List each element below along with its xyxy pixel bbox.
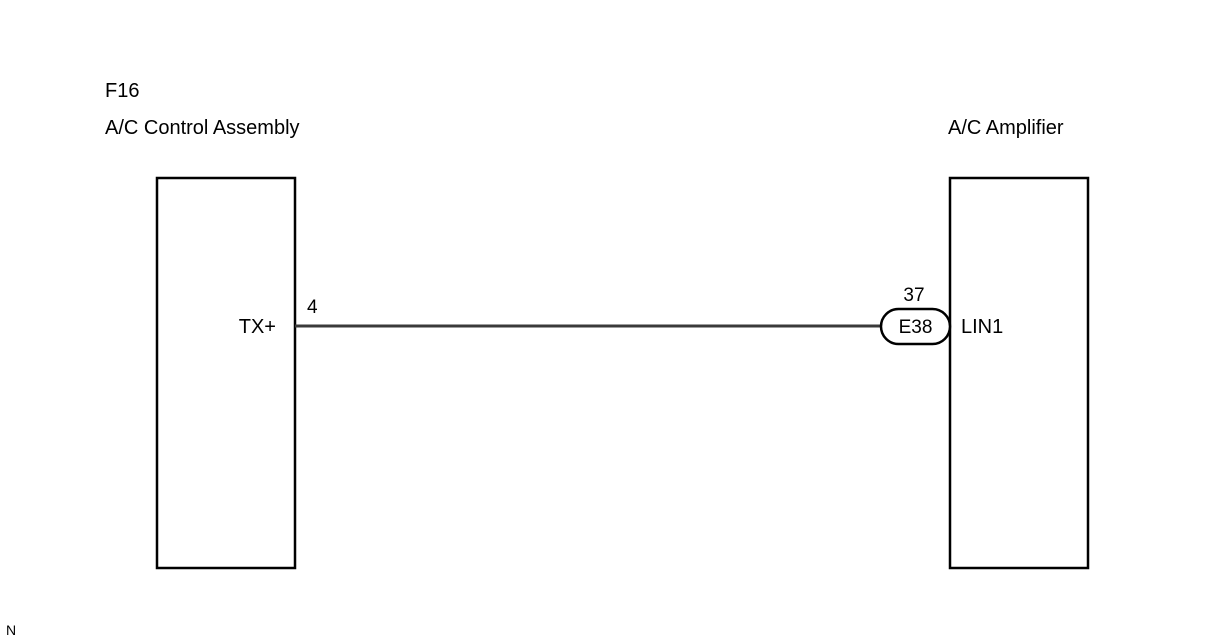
- left-component-name: A/C Control Assembly: [105, 117, 300, 139]
- right-component-box: [948, 176, 1090, 570]
- left-connector-id: F16: [105, 80, 139, 102]
- corner-mark: N: [6, 622, 16, 638]
- right-component-name: A/C Amplifier: [948, 117, 1064, 139]
- left-component-box: [155, 176, 297, 570]
- right-connector-badge: [879, 307, 952, 346]
- right-connector-id: E38: [899, 317, 933, 338]
- left-terminal-name: TX+: [239, 316, 276, 338]
- right-terminal-name: LIN1: [961, 316, 1003, 338]
- left-pin-number: 4: [307, 297, 318, 318]
- right-pin-number: 37: [903, 285, 924, 306]
